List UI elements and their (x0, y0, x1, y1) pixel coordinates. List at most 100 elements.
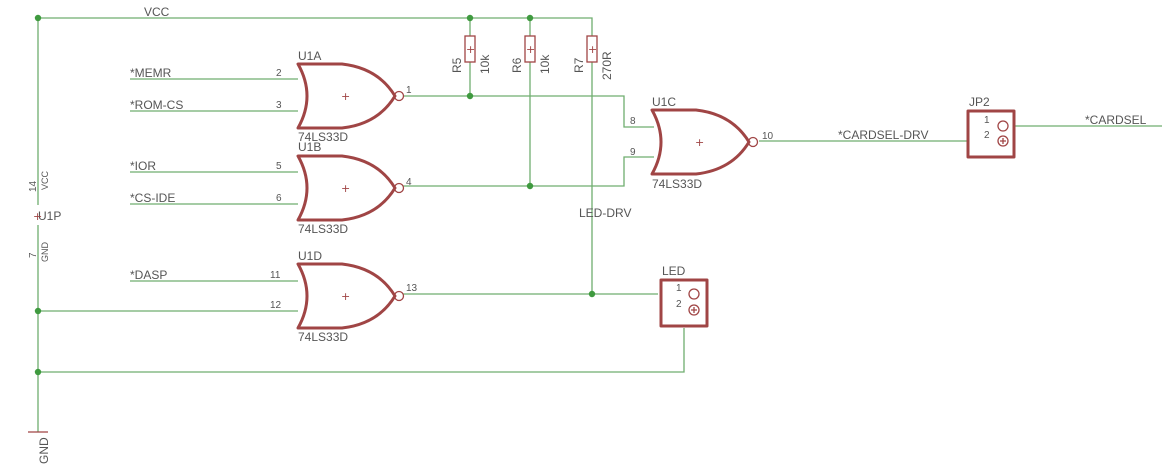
net-label-ior: *IOR (130, 159, 156, 173)
output-bubble (393, 290, 405, 302)
net-label-led-drv: LED-DRV (579, 206, 631, 220)
gate-part-number: 74LS33D (652, 177, 702, 191)
pin-number: 12 (270, 300, 282, 311)
output-bubble (393, 182, 405, 194)
pin-number: 6 (276, 193, 282, 204)
connector-body (966, 109, 1016, 159)
connector-jp2: JP2 1 2 (966, 95, 1016, 159)
net-label-cardsel-drv: *CARDSEL-DRV (838, 128, 928, 142)
junction-dot (34, 307, 42, 315)
gnd-pin-label: GND (40, 242, 50, 263)
or-gate-body (296, 62, 397, 130)
pin-number: 2 (276, 68, 282, 79)
gate-plus-symbol: + (695, 136, 704, 149)
ground-symbol: GND (28, 431, 51, 464)
junction-dot (466, 14, 474, 22)
output-bubble (393, 90, 405, 102)
ground-label: GND (37, 437, 51, 464)
pin-marker (691, 307, 697, 313)
gate-name: U1B (298, 140, 321, 154)
resistor-plus-symbol: + (588, 43, 597, 56)
connector-name: JP2 (969, 95, 990, 109)
junction-dot (466, 92, 474, 100)
output-bubble (747, 136, 759, 148)
net-label-cardsel: *CARDSEL (1085, 113, 1147, 127)
pin-socket (688, 304, 700, 316)
junction-dot (588, 290, 596, 298)
net-label-rom-cs: *ROM-CS (130, 98, 183, 112)
power-symbol-u1p: U1P + 14 VCC 7 GND (28, 170, 61, 262)
pin-marker (1000, 138, 1006, 144)
gate-u1a: + U1A 74LS33D 2 3 1 (276, 49, 412, 144)
pin-number: 5 (276, 161, 282, 172)
or-gate-body (296, 262, 397, 330)
pin-socket (997, 135, 1009, 147)
wire-u1b-out (403, 156, 654, 187)
resistor-plus-symbol: + (526, 43, 535, 56)
power-plus-symbol: + (33, 210, 42, 223)
pin-number: 2 (676, 299, 682, 310)
gate-part-number: 74LS33D (298, 330, 348, 344)
gate-part-number: 74LS33D (298, 222, 348, 236)
pin-socket (997, 120, 1009, 132)
gate-u1b: + U1B 74LS33D 5 6 4 (276, 140, 412, 236)
gate-part-number: 74LS33D (298, 130, 348, 144)
resistor-r6: + R6 10k (510, 35, 552, 74)
resistor-value: 10k (478, 54, 492, 74)
pin-number: 13 (406, 283, 418, 294)
or-gate-body (296, 154, 397, 222)
resistor-body (464, 35, 476, 63)
gate-name: U1D (298, 249, 322, 263)
wires (37, 17, 1162, 432)
pin-number: 2 (984, 130, 990, 141)
connector-led: LED 1 2 (659, 264, 709, 328)
resistor-plus-symbol: + (466, 43, 475, 56)
resistor-r5: + R5 10k (450, 35, 492, 74)
wire-u1a-out (403, 95, 654, 128)
wire-led-to-gnd (38, 328, 685, 373)
junctions (34, 14, 596, 376)
resistor-name: R6 (510, 57, 524, 73)
pin-number: 1 (406, 85, 412, 96)
gate-name: U1A (298, 49, 321, 63)
pin-number: 9 (630, 147, 636, 158)
resistor-value: 270R (600, 51, 614, 80)
gate-u1c: + U1C 74LS33D 8 9 10 (630, 95, 774, 191)
junction-dot (34, 368, 42, 376)
resistor-name: R5 (450, 57, 464, 73)
net-label-cs-ide: *CS-IDE (130, 191, 175, 205)
vcc-pin-label: VCC (40, 170, 50, 190)
or-gate-body (650, 108, 751, 176)
gate-u1d: + U1D 74LS33D 11 12 13 (270, 249, 418, 344)
gnd-pin-number: 7 (28, 252, 39, 258)
net-label-memr: *MEMR (130, 66, 172, 80)
connector-body (659, 278, 709, 328)
gate-name: U1C (652, 95, 676, 109)
resistor-body (586, 35, 598, 63)
vcc-rail (38, 17, 593, 36)
gate-plus-symbol: + (341, 182, 350, 195)
resistor-value: 10k (538, 54, 552, 74)
junction-dot (526, 14, 534, 22)
pin-number: 10 (762, 131, 774, 142)
power-part-name: U1P (38, 209, 61, 223)
pin-number: 11 (270, 270, 281, 281)
pin-number: 8 (630, 116, 636, 127)
connector-name: LED (662, 264, 686, 278)
gate-plus-symbol: + (341, 290, 350, 303)
pin-number: 1 (676, 283, 682, 294)
pin-number: 3 (276, 100, 282, 111)
vcc-pin-number: 14 (28, 180, 39, 192)
resistor-name: R7 (572, 57, 586, 73)
pin-number: 4 (406, 177, 412, 188)
pin-number: 1 (984, 115, 990, 126)
pin-socket (688, 288, 700, 300)
net-label-dasp: *DASP (130, 268, 167, 282)
resistor-body (524, 35, 536, 63)
net-label-vcc: VCC (144, 5, 170, 19)
junction-dot (34, 14, 42, 22)
resistor-r7: + R7 270R (572, 35, 614, 80)
gate-plus-symbol: + (341, 90, 350, 103)
junction-dot (526, 182, 534, 190)
